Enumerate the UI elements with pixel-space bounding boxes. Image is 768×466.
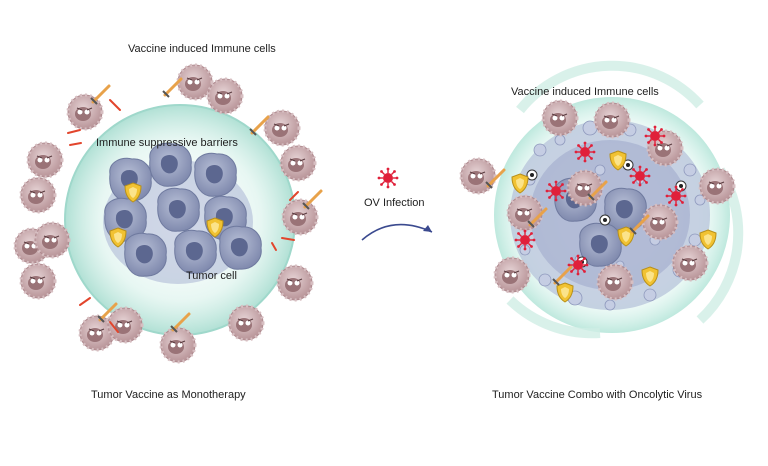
virus-icon — [513, 228, 537, 252]
immune-barriers-label: Immune suppressive barriers — [96, 137, 238, 149]
tumor-cell-label: Tumor cell — [186, 270, 237, 282]
left-panel — [13, 63, 323, 364]
virus-icon — [643, 124, 667, 148]
virus-icon — [544, 179, 568, 203]
left-immune-cells-label: Vaccine induced Immune cells — [128, 43, 276, 55]
left-caption: Tumor Vaccine as Monotherapy — [91, 389, 246, 401]
virus-icon — [664, 184, 688, 208]
virus-icon — [573, 140, 597, 164]
right-immune-cells-label: Vaccine induced Immune cells — [511, 86, 659, 98]
left-red-dashes — [67, 99, 299, 333]
right-caption: Tumor Vaccine Combo with Oncolytic Virus — [492, 389, 703, 401]
virus-icon — [628, 164, 652, 188]
virus-icon — [376, 166, 400, 190]
infection-arrow — [361, 223, 433, 241]
right-tumor-debris — [510, 120, 710, 311]
ov-infection-indicator — [361, 166, 433, 241]
ov-infection-label: OV Infection — [364, 197, 425, 209]
right-panel — [459, 60, 744, 339]
virus-icon — [566, 253, 590, 277]
